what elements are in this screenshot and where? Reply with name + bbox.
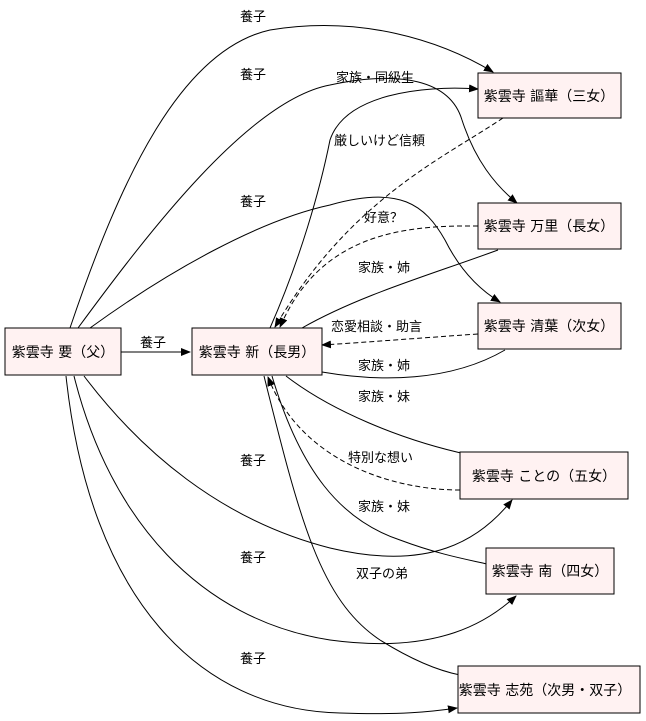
node-ouka-third-daughter[interactable]: 紫雲寺 謳華（三女） [477, 72, 622, 119]
edge-kaname-shion: 養子 [65, 375, 458, 715]
edge-label: 養子 [240, 9, 266, 25]
edge-kaname-arata: 養子 [121, 335, 191, 356]
edge-label: 養子 [240, 651, 266, 667]
edge-arata-ouka: 家族・同級生 [269, 70, 479, 329]
node-label: 紫雲寺 万里（長女） [484, 218, 614, 235]
edge-kaname-kotono: 養子 [83, 375, 513, 557]
edge-label: 家族・姉 [358, 358, 410, 374]
node-label: 紫雲寺 謳華（三女） [484, 88, 614, 105]
edge-label: 養子 [240, 453, 266, 469]
edge-kotono-arata: 特別な想い [267, 376, 461, 491]
edge-label: 養子 [240, 67, 266, 83]
edge-label: 養子 [240, 194, 266, 210]
node-label: 紫雲寺 要（父） [12, 345, 114, 361]
edge-mari-arata-like: 好意？ [279, 210, 479, 328]
edge-label: 養子 [240, 550, 266, 566]
edge-arata-mari: 家族・姉 [301, 249, 499, 329]
edge-label: 双子の弟 [356, 567, 408, 582]
node-kotono-fifth-daughter[interactable]: 紫雲寺 ことの（五女） [459, 451, 629, 500]
edge-label: 家族・姉 [358, 260, 410, 276]
edge-arata-minami: 家族・妹 [271, 375, 488, 565]
edge-kaname-minami: 養子 [73, 375, 517, 644]
edge-label: 好意？ [364, 210, 403, 226]
edge-label: 家族・妹 [358, 499, 410, 515]
edge-label: 特別な想い [348, 450, 413, 466]
edge-label: 恋愛相談・助言 [331, 319, 422, 335]
edge-ouka-arata: 厳しいけど信頼 [274, 117, 504, 328]
edge-label: 家族・妹 [358, 389, 410, 405]
node-seiha-second-daughter[interactable]: 紫雲寺 清葉（次女） [477, 302, 622, 350]
edge-kaname-ouka: 養子 [69, 9, 494, 329]
node-label: 紫雲寺 新（長男） [199, 345, 315, 361]
edge-label: 養子 [140, 335, 166, 351]
node-label: 紫雲寺 ことの（五女） [472, 468, 616, 485]
node-mari-eldest-daughter[interactable]: 紫雲寺 万里（長女） [477, 202, 622, 250]
edge-label: 厳しいけど信頼 [334, 134, 425, 149]
edge-kaname-seiha: 養子 [89, 194, 501, 329]
edge-seiha-arata: 恋愛相談・助言 [321, 319, 479, 349]
node-label: 紫雲寺 志苑（次男・双子） [459, 683, 631, 699]
edge-label: 家族・同級生 [336, 70, 414, 86]
node-arata-eldest-son[interactable]: 紫雲寺 新（長男） [191, 327, 323, 376]
edge-arata-kotono: 家族・妹 [285, 375, 471, 456]
node-shion-second-son-twin[interactable]: 紫雲寺 志苑（次男・双子） [457, 665, 641, 714]
edge-arata-seiha: 家族・姉 [321, 349, 506, 379]
edge-kaname-mari: 養子 [77, 67, 518, 329]
node-minami-fourth-daughter[interactable]: 紫雲寺 南（四女） [485, 547, 615, 595]
edge-arata-shion: 双子の弟 [263, 375, 461, 676]
node-label: 紫雲寺 南（四女） [492, 563, 608, 580]
node-label: 紫雲寺 清葉（次女） [484, 318, 614, 335]
node-kaname-father[interactable]: 紫雲寺 要（父） [4, 327, 122, 376]
